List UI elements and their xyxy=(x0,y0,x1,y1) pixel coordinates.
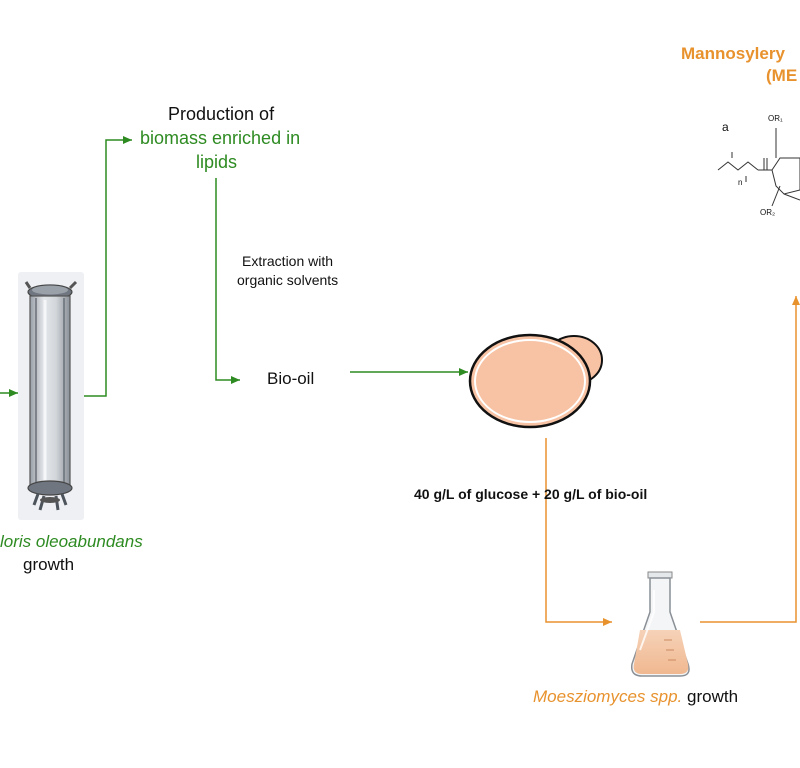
production-lipids-label: lipids xyxy=(196,152,238,172)
extraction-label-line1: Extraction with xyxy=(242,253,334,269)
erlenmeyer-flask-icon xyxy=(630,571,690,677)
fungus-growth-word: growth xyxy=(687,687,739,706)
mel-or2-label: OR₂ xyxy=(760,208,776,217)
mel-n-label: n xyxy=(738,178,743,187)
photobioreactor-icon xyxy=(18,272,84,520)
extraction-label-line2: organic solvents xyxy=(237,272,339,288)
mel-title-line2: (ME xyxy=(766,66,798,85)
arrow-yeast-to-flask xyxy=(545,438,612,626)
yeast-cell-icon xyxy=(468,333,603,429)
production-title: Production of xyxy=(168,104,275,124)
microalga-species-label: loris oleoabundans xyxy=(0,532,143,551)
mel-or1-label: OR₁ xyxy=(768,114,783,123)
arrow-reactor-to-biomass xyxy=(84,136,132,397)
mel-panel-label: a xyxy=(722,120,729,134)
mel-structure-icon xyxy=(717,128,800,207)
bio-oil-label: Bio-oil xyxy=(267,369,315,388)
fungus-growth-label: Moesziomyces spp. growth xyxy=(533,687,738,707)
arrow-flask-to-mel xyxy=(700,296,800,623)
arrow-extraction-to-biooil xyxy=(215,178,240,384)
production-biomass-label: biomass enriched in xyxy=(140,128,301,148)
fungus-species-label: Moesziomyces spp. xyxy=(533,687,683,706)
microalga-growth-label: growth xyxy=(23,555,75,574)
medium-composition-label: 40 g/L of glucose + 20 g/L of bio-oil xyxy=(414,486,648,502)
mel-title-line1: Mannosylery xyxy=(681,44,785,63)
